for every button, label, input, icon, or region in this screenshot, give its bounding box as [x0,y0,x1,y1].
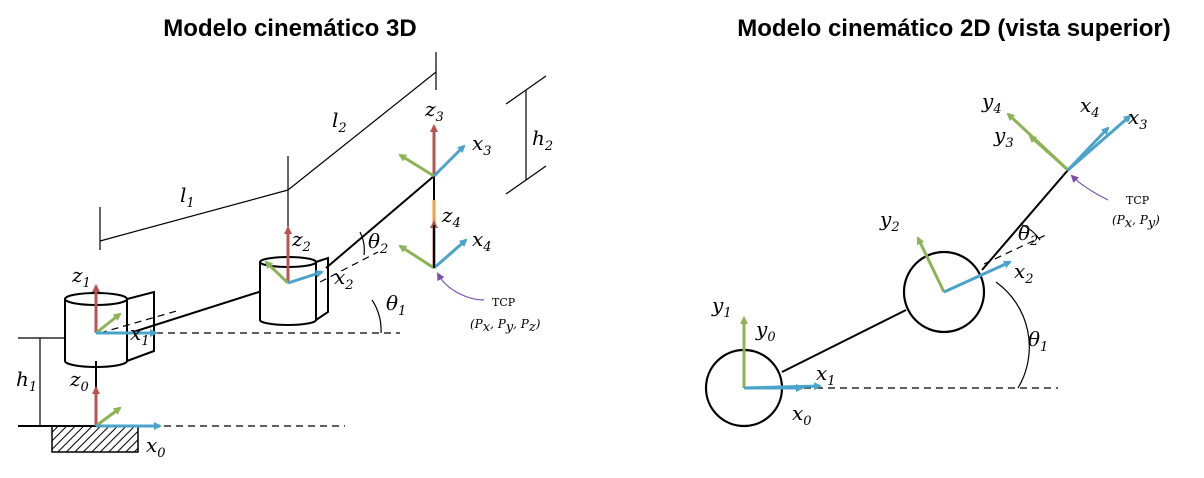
y4-label-2d: y4 [981,89,1002,117]
y0-label-2d: y0 [755,317,776,345]
tcp-pointer-arrow-2d [1070,174,1109,201]
y2-label-2d: y2 [879,207,900,235]
z2-label: z2 [291,227,311,255]
theta-2-label: θ2 [368,229,388,257]
link-1 [129,290,263,334]
y0-axis-arrow [95,406,122,428]
y3-axis-arrow [398,153,435,178]
tcp-label: TCP [492,296,516,309]
x4-axis-arrow [433,238,468,270]
h2-label: h2 [532,126,553,154]
x4-label: x4 [472,227,492,255]
theta-1-label-2d: θ1 [1028,327,1048,355]
x0-label-2d: x0 [792,401,812,429]
x2-axis-arrow [287,270,324,285]
z1-label: z1 [71,263,91,291]
y4-axis-arrow-2d [1006,112,1070,172]
tcp-coordinates-2d: (Px, Py) [1112,213,1160,231]
z0-label: z0 [69,367,89,395]
x2-label-2d: x2 [1014,259,1034,287]
y2-axis-arrow-2d [916,236,946,293]
x0-label: x0 [146,433,166,461]
x3-label: x3 [472,131,492,159]
x1-axis-arrow-2d [743,382,822,391]
y1-label-2d: y1 [711,293,732,321]
tcp-label-2d: TCP [1126,194,1150,207]
base-plate [51,425,139,453]
link-2-top [981,169,1069,271]
y1-axis-arrow [95,312,122,335]
y3-label-2d: y3 [993,123,1014,151]
theta-2-arc [359,231,365,256]
theta-1-label: θ1 [386,291,406,319]
x2-axis-arrow-2d [943,260,1012,294]
x3-label-2d: x3 [1128,105,1148,133]
tcp-pointer-arrow [437,272,485,301]
l1-label: l1 [180,183,195,211]
h1-label: h1 [16,367,37,395]
l2-dimension-line [287,71,437,191]
x3-axis-arrow-2d [1067,114,1132,172]
model-3d: l1 l2 h1 h2 z0 x0 z1 x1 z2 x2 z3 x3 z4 x… [16,52,553,461]
joint-1-projection [99,309,181,334]
l1-dimension-line [99,189,289,242]
z3-label: z3 [424,97,444,125]
theta-1-arc [371,299,382,334]
model-2d: y1 y0 x1 x0 y2 x2 θ2 θ1 y4 y3 x4 x3 TCP … [704,89,1160,429]
link-2 [325,175,435,269]
x4-label-2d: x4 [1080,93,1100,121]
x2-label: x2 [334,265,354,293]
z4-label: z4 [441,203,461,231]
y2-axis-arrow [264,260,290,285]
link-1-top [781,309,907,373]
tcp-coordinates: (Px, Py, Pz) [470,317,541,335]
title-2d-model: Modelo cinemático 2D (vista superior) [737,15,1170,42]
x1-label: x1 [130,321,150,349]
l2-label: l2 [332,108,347,136]
x3-axis-arrow [432,144,466,178]
theta-2-projection [319,251,379,283]
theta-2-label-2d: θ2 [1018,221,1038,249]
title-3d-model: Modelo cinemático 3D [163,15,416,42]
theta-1-arc-2d [995,281,1030,389]
x1-label-2d: x1 [816,361,836,389]
theta-2-arc-2d [1019,223,1041,241]
y4-axis-arrow [398,244,435,270]
